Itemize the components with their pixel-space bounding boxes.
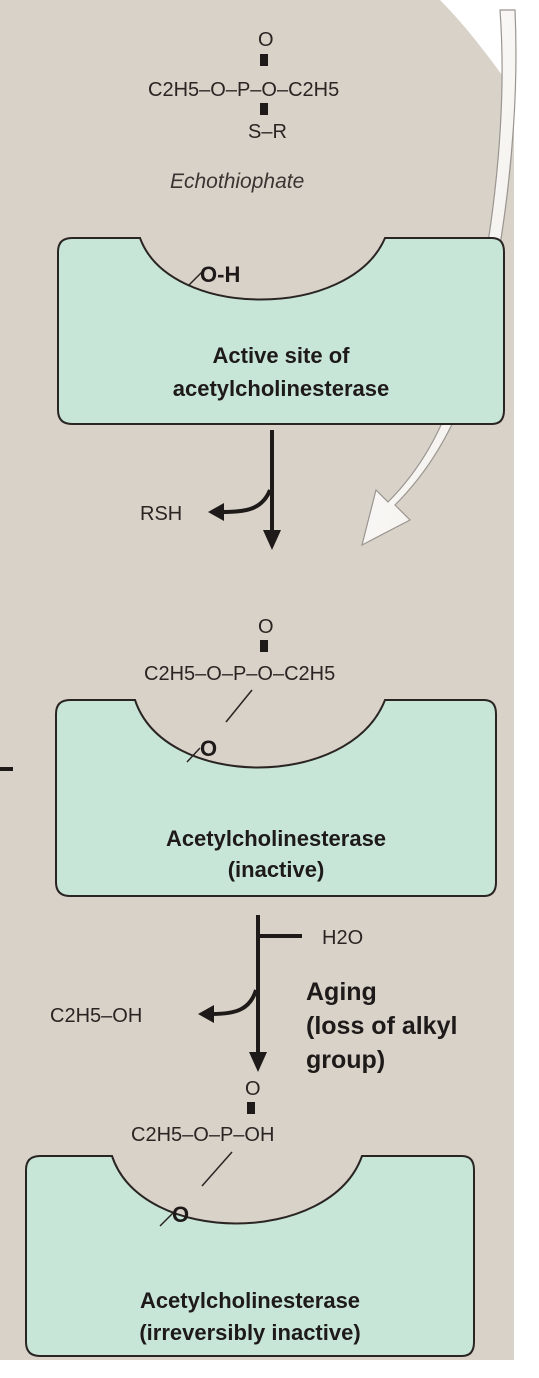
margin-dash (0, 767, 13, 771)
active-site-label-line1: Active site of (213, 343, 351, 368)
inactive-bound-oxygen: O (200, 736, 217, 761)
inactive-right-group: –O–C2H5 (246, 663, 335, 685)
aging-label-line1: Aging (306, 978, 377, 1006)
aged-left-group: C2H5–O– (131, 1124, 221, 1146)
aging-label-line2: (loss of alkyl (306, 1012, 457, 1040)
aging-label-line3: group) (306, 1046, 385, 1074)
aging-byproduct: C2H5–OH (50, 1005, 142, 1027)
inactive-center-atom: P (233, 663, 246, 685)
echothiophate-center-atom: P (237, 79, 250, 101)
aged-top-oxygen: O (245, 1078, 261, 1100)
inactive-top-oxygen: O (258, 616, 274, 638)
active-site-box: O-H Active site of acetylcholinesterase (57, 237, 505, 425)
echothiophate-top-oxygen: O (258, 29, 274, 51)
aged-bound-oxygen: O (172, 1202, 189, 1227)
aged-center-atom: P (220, 1124, 233, 1146)
echothiophate-thio-group: S–R (248, 121, 287, 143)
active-site-hydroxyl: O-H (200, 262, 240, 287)
aged-label-line1: Acetylcholinesterase (140, 1288, 360, 1313)
active-site-label-line2: acetylcholinesterase (173, 376, 389, 401)
echothiophate-right-group: –O–C2H5 (250, 79, 339, 101)
echothiophate-left-group: C2H5–O– (148, 79, 238, 101)
reaction-arrow-aging (198, 915, 302, 1072)
echothiophate-structure: O C2H5–O–P–O–C2H5 S–R Echothiophate (148, 29, 339, 193)
reaction-arrow-1 (208, 430, 281, 550)
aged-right-group: –OH (233, 1124, 274, 1146)
right-margin (514, 0, 539, 1378)
inactive-label-line2: (inactive) (228, 857, 325, 882)
svg-text:C2H5–O–P–O–C2H5: C2H5–O–P–O–C2H5 (148, 79, 339, 101)
aged-label-line2: (irreversibly inactive) (139, 1320, 360, 1345)
aging-reagent: H2O (322, 927, 363, 949)
reaction1-byproduct: RSH (140, 503, 182, 525)
aged-enzyme-box: O Acetylcholinesterase (irreversibly ina… (25, 1155, 475, 1357)
single-bond-mark (260, 103, 268, 115)
svg-text:C2H5–O–P–OH: C2H5–O–P–OH (131, 1124, 274, 1146)
inactive-enzyme-structure: O C2H5–O–P–O–C2H5 (144, 616, 335, 723)
double-bond-mark (260, 54, 268, 66)
svg-text:C2H5–O–P–O–C2H5: C2H5–O–P–O–C2H5 (144, 663, 335, 685)
inactive-enzyme-box: O Acetylcholinesterase (inactive) (55, 699, 497, 897)
aged-enzyme-structure: O C2H5–O–P–OH (131, 1078, 274, 1187)
inactive-left-group: C2H5–O– (144, 663, 234, 685)
bottom-strip (0, 1360, 539, 1378)
inactive-label-line1: Acetylcholinesterase (166, 826, 386, 851)
echothiophate-name: Echothiophate (170, 170, 304, 193)
